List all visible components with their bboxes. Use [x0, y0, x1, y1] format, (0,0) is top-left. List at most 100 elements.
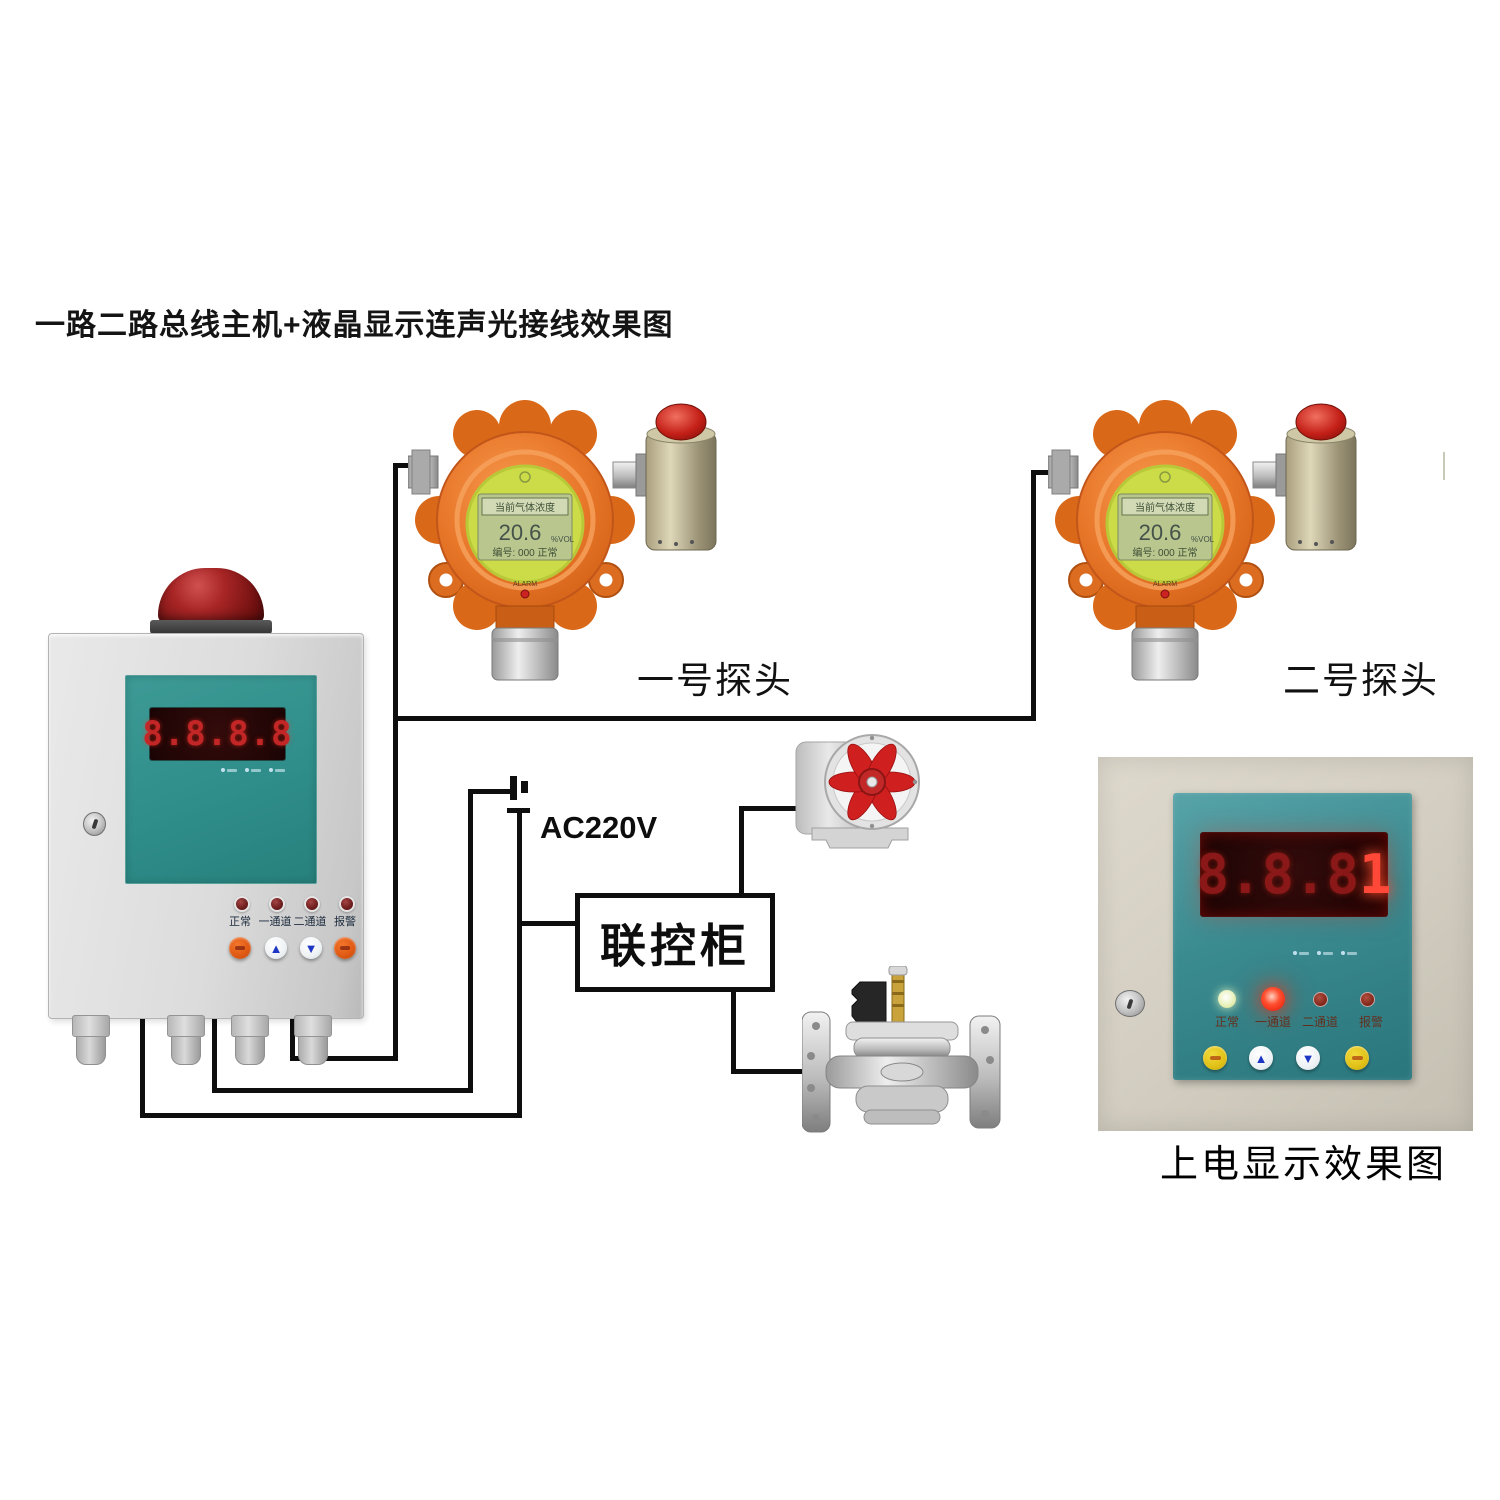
- display-legend: [221, 768, 285, 772]
- alarm-label: ALARM: [513, 581, 537, 588]
- status-led-channel1: [269, 896, 285, 912]
- fan-hub-cap: [866, 776, 878, 788]
- led-label-alarm: 报警: [334, 916, 356, 928]
- fan-bolt: [869, 823, 875, 829]
- valve-bonnet: [845, 1021, 959, 1041]
- flange-bolt: [807, 1084, 815, 1092]
- lcd-title-box: [481, 497, 569, 516]
- wire-plug-riser: [468, 789, 473, 1093]
- display-dim-digits: 8.8.8: [1196, 843, 1360, 906]
- wire-host-power-vertical: [212, 1015, 217, 1093]
- wire-host-signal-horizontal: [290, 1056, 398, 1061]
- solenoid-coil: [851, 981, 887, 1027]
- wire-to-cabinet: [517, 921, 579, 926]
- status-led-channel2: [1313, 992, 1328, 1007]
- button-mark: [1351, 1056, 1363, 1060]
- siren-hole: [690, 540, 694, 544]
- alarm-led: [520, 589, 530, 599]
- status-led-channel2: [304, 896, 320, 912]
- valve-badge: [880, 1062, 924, 1082]
- flange-bolt: [807, 1052, 815, 1060]
- wire-host-power-horizontal: [212, 1088, 473, 1093]
- linkage-control-cabinet: 联控柜: [575, 893, 775, 992]
- wire-cabinet-fan-vertical: [739, 806, 744, 897]
- siren-connector: [1252, 461, 1280, 489]
- lcd-unit: %VOL: [1191, 535, 1215, 544]
- host-led-display: 8.8.8.8: [142, 707, 292, 761]
- valve-base: [863, 1109, 941, 1125]
- led-label-channel1: 一通道: [258, 916, 292, 928]
- cable-gland: [294, 1015, 332, 1065]
- mount-hole: [599, 573, 613, 587]
- legend-item: [245, 768, 261, 772]
- status-led-channel1-lit: [1261, 987, 1285, 1011]
- display-lit-digit: 1: [1359, 843, 1392, 906]
- valve-upper: [853, 1037, 951, 1059]
- siren-connector: [612, 461, 640, 489]
- lcd-unit: %VOL: [551, 535, 575, 544]
- fan-bolt: [869, 735, 875, 741]
- wire-cabinet-valve-vertical: [731, 989, 736, 1074]
- flange-bolt: [981, 1110, 989, 1118]
- mount-hole: [1079, 573, 1093, 587]
- host-front-panel: 8.8.8.8 正常 一通道 二通道 报警 ▲ ▼: [125, 675, 356, 959]
- confirm-button: [1345, 1046, 1369, 1070]
- up-button: ▲: [1249, 1046, 1273, 1070]
- status-led-alarm: [1360, 992, 1375, 1007]
- button-mark: [340, 946, 350, 950]
- cable-gland: [167, 1015, 205, 1065]
- siren-red-dome-icon: [655, 403, 707, 441]
- socket-bar-icon: [507, 808, 530, 813]
- status-led-alarm: [339, 896, 355, 912]
- led-label-channel1: 一通道: [1254, 1015, 1291, 1029]
- sensor-neck: [495, 605, 555, 629]
- solenoid-valve: [802, 966, 1001, 1133]
- wire-bus-main-vertical: [393, 463, 398, 1061]
- photo-caption: 上电显示效果图: [1160, 1144, 1448, 1186]
- cable-gland: [231, 1015, 269, 1065]
- stem-stripe: [892, 1004, 904, 1007]
- display-legend: [1293, 951, 1357, 955]
- lcd-title-box: [1121, 497, 1209, 516]
- logo-icon: [1159, 471, 1171, 483]
- led-label-alarm: 报警: [1358, 1015, 1383, 1029]
- flange-bolt: [812, 1114, 820, 1122]
- stem-cap: [888, 966, 908, 976]
- legend-item: [269, 768, 285, 772]
- siren-hole: [674, 542, 678, 546]
- socket-pin-icon: [521, 781, 528, 793]
- lcd-screen: [477, 493, 573, 561]
- key-lock-icon: [1115, 990, 1145, 1017]
- siren-hole: [658, 540, 662, 544]
- sensor-neck: [1135, 605, 1195, 629]
- reset-button: [1203, 1046, 1227, 1070]
- lcd-value: 20.6: [499, 520, 542, 545]
- lcd-status: 编号: 000 正常: [1132, 546, 1197, 559]
- lcd-status: 编号: 000 正常: [492, 546, 557, 559]
- led-label-normal: 正常: [1214, 1015, 1239, 1029]
- probe2-label: 二号探头: [1283, 660, 1439, 701]
- status-led-normal-lit: [1218, 990, 1236, 1008]
- fan-bolt: [912, 779, 918, 785]
- cable-gland: [72, 1015, 110, 1065]
- wire-host-signal-vertical: [290, 1015, 295, 1061]
- lcd-title: 当前气体浓度: [1135, 501, 1195, 514]
- legend-item: [1293, 951, 1309, 955]
- down-button: ▼: [300, 937, 322, 959]
- down-button: ▼: [1296, 1046, 1320, 1070]
- wire-to-probe1: [393, 463, 415, 468]
- gas-detector-probe2: 当前气体浓度 20.6 %VOL 编号: 000 正常 ALARM: [1048, 400, 1357, 681]
- flange-bolt: [812, 1022, 820, 1030]
- bus-host-controller: 8.8.8.8 正常 一通道 二通道 报警 ▲ ▼: [48, 568, 364, 1080]
- valve-lower: [855, 1085, 949, 1113]
- page-title: 一路二路总线主机+液晶显示连声光接线效果图: [35, 309, 674, 342]
- wire-bus-horizontal: [393, 716, 1036, 721]
- alarm-beacon-base: [150, 620, 272, 636]
- mount-hole: [439, 573, 453, 587]
- lcd-screen: [1117, 493, 1213, 561]
- sensor-ridge: [492, 638, 558, 642]
- siren-body: [645, 431, 717, 551]
